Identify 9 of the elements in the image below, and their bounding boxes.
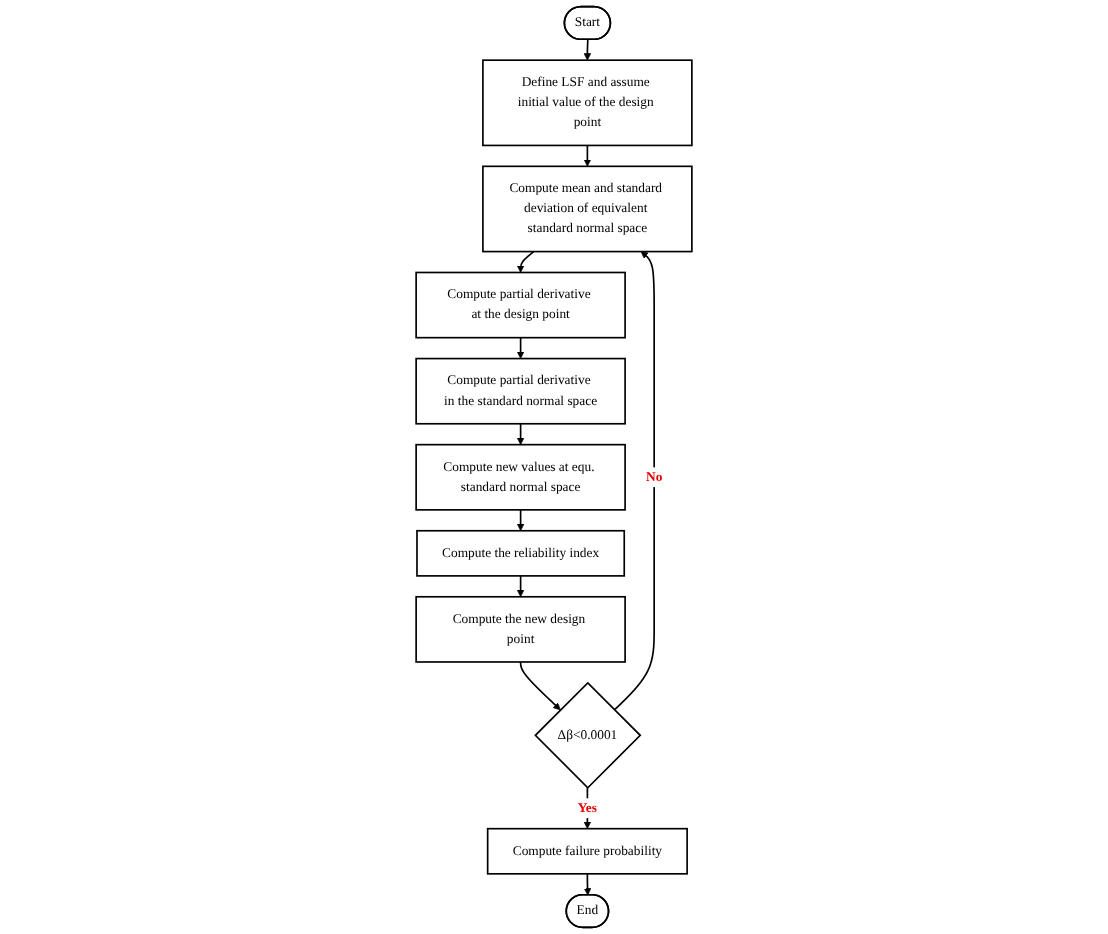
arrow bbox=[519, 661, 561, 711]
arrow bbox=[613, 251, 655, 711]
arrow bbox=[516, 509, 525, 532]
arrow bbox=[516, 422, 525, 445]
arrow bbox=[583, 144, 592, 167]
arrow bbox=[583, 38, 592, 61]
arrow bbox=[516, 336, 525, 359]
arrow bbox=[516, 250, 535, 273]
arrow bbox=[516, 575, 525, 598]
